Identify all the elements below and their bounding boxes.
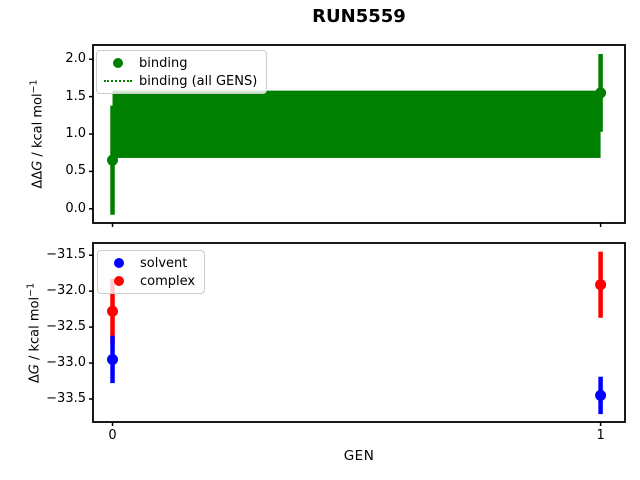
dotted-line-icon [104,80,132,82]
legend-top: binding binding (all GENS) [96,50,268,94]
y-label-delta: Δ [27,374,43,384]
legend-handle [104,58,132,68]
y-tick-label: 1.0 [65,126,86,141]
uncertainty-band [112,90,601,158]
y-tick-label: −33.5 [46,390,86,406]
legend-handle [104,80,132,82]
complex-marker-icon [114,276,124,286]
y-tick-label: −33.0 [46,355,86,371]
legend-label: binding [139,55,188,71]
solvent-marker-icon [114,258,124,268]
binding-data-point [107,154,119,166]
legend-entry-binding: binding [104,54,257,72]
x-tick-label: 1 [596,428,605,443]
legend-handle [105,258,133,268]
legend-label: solvent [140,255,188,271]
solvent-data-point [595,389,607,401]
solvent-data-point [107,353,119,365]
y-tick-label: 0.0 [65,200,86,216]
complex-data-point [107,305,119,317]
binding-marker-icon [113,58,123,68]
y-tick-label: 0.5 [65,163,86,179]
y-tick-label: 1.5 [65,88,86,104]
legend-entry-complex: complex [105,272,195,290]
legend-entry-binding-all-gens: binding (all GENS) [104,72,257,90]
legend-handle [105,276,133,286]
y-tick-label: −31.5 [46,247,86,263]
binding-data-point [595,87,607,99]
legend-bottom: solvent complex [97,250,206,294]
legend-label: binding (all GENS) [139,73,258,89]
y-tick-label: −32.0 [46,283,86,299]
y-tick-label: 2.0 [65,51,86,67]
legend-label: complex [140,273,196,289]
y-tick-label: −32.5 [46,319,86,335]
legend-entry-solvent: solvent [105,254,195,272]
bottom-subplot-frame [92,242,626,423]
x-tick-label: 0 [108,428,117,443]
x-axis-label: GEN [343,448,375,464]
complex-data-point [595,279,607,291]
chart-title: RUN5559 [312,6,406,27]
